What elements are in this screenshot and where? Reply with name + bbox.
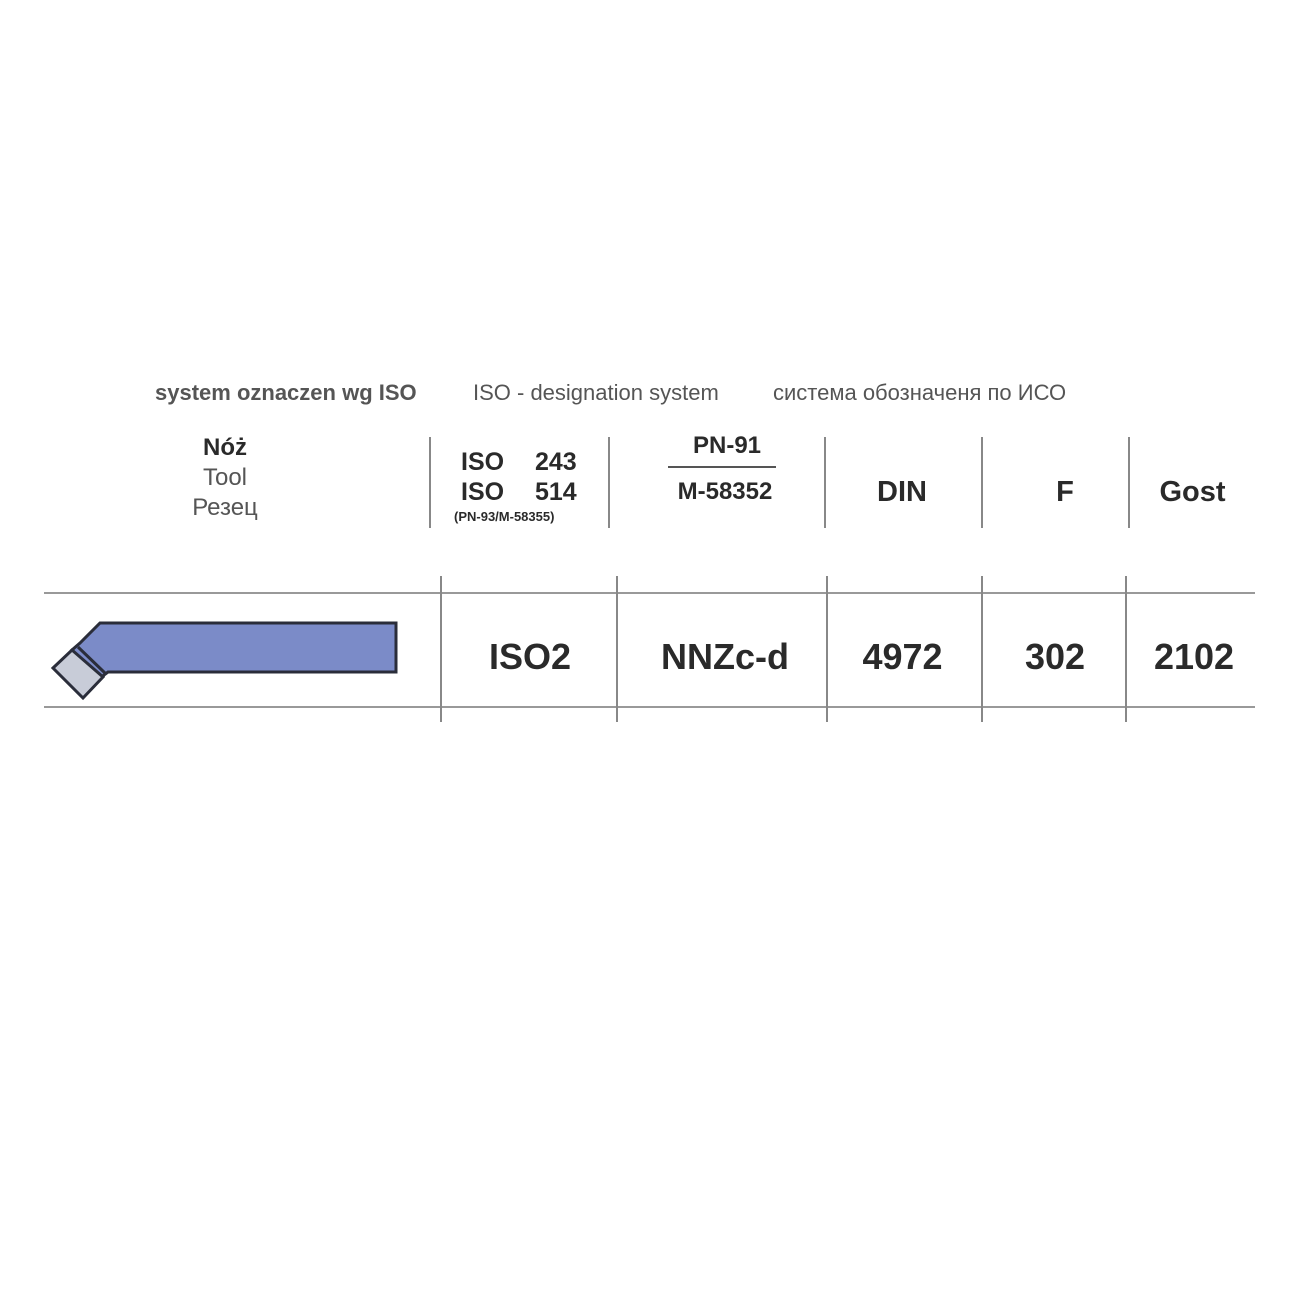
header-iso-2b: 514 (535, 478, 577, 506)
cell-gost: 2102 (1153, 636, 1235, 677)
header-iso-1b: 243 (535, 448, 577, 476)
cell-iso: ISO2 (488, 636, 572, 677)
divider (981, 576, 983, 722)
divider (429, 437, 431, 528)
title-polish: system oznaczen wg ISO (155, 380, 417, 405)
divider (616, 576, 618, 722)
divider (981, 437, 983, 528)
header-tool-en: Tool (202, 464, 248, 491)
header-tool-ru: Резец (192, 494, 258, 521)
header-tool-pl: Nóż (203, 434, 247, 461)
header-pn-top: PN-91 (692, 432, 762, 459)
header-pn-bottom: M-58352 (677, 478, 773, 505)
bent-turning-tool-icon (50, 621, 398, 701)
divider (440, 576, 442, 722)
header-din: DIN (877, 476, 927, 508)
cell-din: 4972 (862, 636, 943, 677)
divider (1128, 437, 1130, 528)
divider (824, 437, 826, 528)
divider (1125, 576, 1127, 722)
cell-pn: NNZc-d (661, 636, 789, 677)
divider (826, 576, 828, 722)
title-russian: система обозначеня по ИСО (773, 380, 1067, 405)
header-iso-2a: ISO (461, 478, 505, 506)
title-english: ISO - designation system (473, 380, 719, 405)
header-iso-1a: ISO (461, 448, 505, 476)
header-iso-note: (PN-93/M-58355) (454, 509, 555, 524)
row-bottom-line (44, 706, 1255, 708)
header-gost: Gost (1159, 476, 1226, 508)
divider (608, 437, 610, 528)
row-top-line (44, 592, 1255, 594)
fraction-line (668, 466, 776, 468)
cell-f: 302 (1024, 636, 1086, 677)
header-f: F (1056, 476, 1074, 508)
